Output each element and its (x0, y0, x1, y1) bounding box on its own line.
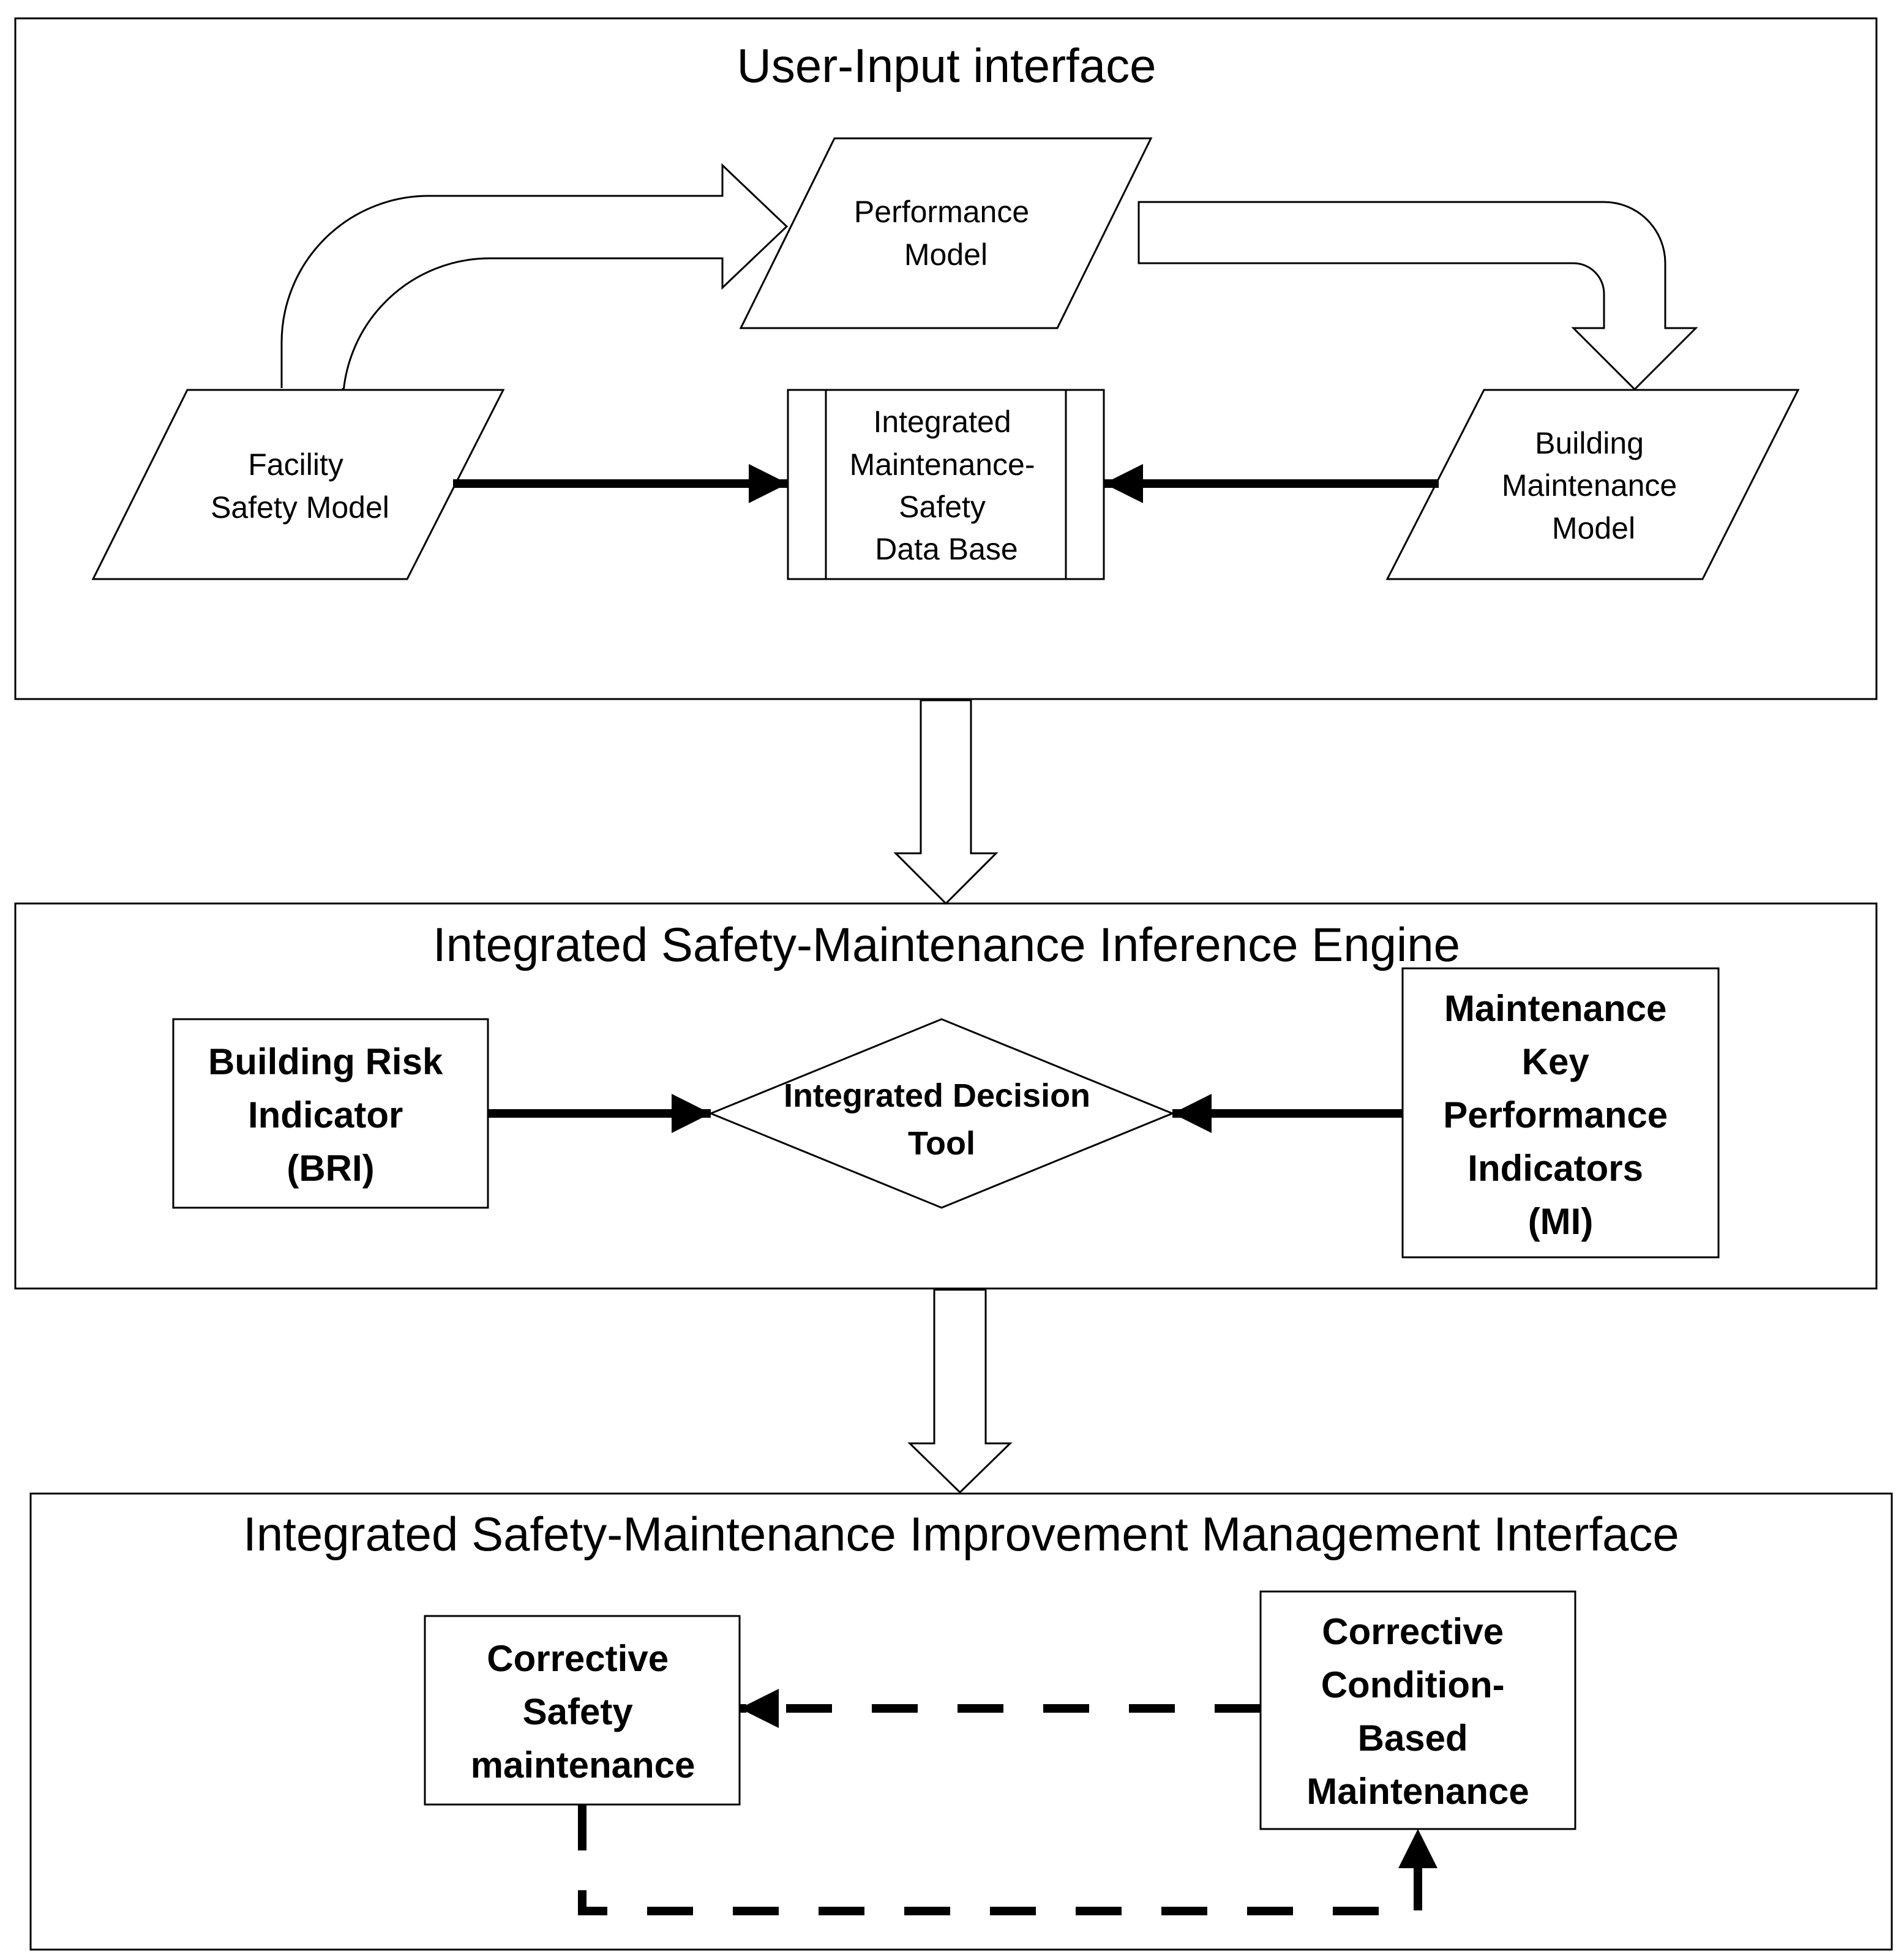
building-maintenance-model-label-line: Model (1552, 511, 1635, 545)
bri-label-line: Indicator (248, 1094, 403, 1135)
svg-text:Integrated Maintenance-: Integrated Maintenance- Safety Data Base (850, 405, 1044, 566)
input-to-engine-block-arrow (893, 699, 999, 905)
performance-model-label-line: Model (904, 238, 988, 272)
building-maintenance-model-node: Building Maintenance Model (1385, 389, 1800, 580)
improvement-management-panel-title: Integrated Safety-Maintenance Improvemen… (243, 1507, 1679, 1561)
integrated-decision-tool-node: Integrated Decision Tool (708, 1018, 1175, 1209)
facility-safety-model-label-line: Safety Model (211, 490, 389, 525)
inference-engine-panel (14, 902, 1878, 1290)
database-label-line: Integrated (873, 405, 1011, 439)
mi-label-line: (MI) (1528, 1201, 1594, 1242)
corrective-safety-label-line: Corrective (487, 1638, 669, 1679)
mi-label-line: Key (1522, 1041, 1590, 1082)
user-input-panel-title: User-Input interface (737, 39, 1156, 92)
improvement-management-panel (29, 1492, 1893, 1951)
user-input-panel (14, 17, 1878, 700)
corrective-cbm-label-line: Condition- (1321, 1664, 1505, 1705)
maintenance-kpi-node: Maintenance Key Performance Indicators (… (1401, 967, 1720, 1259)
svg-text:Building Maintenance: Building Maintenance Model (1502, 426, 1685, 545)
svg-text:Maintenance Key Pe: Maintenance Key Performance Indicators (… (1443, 988, 1678, 1242)
building-maintenance-model-label-line: Maintenance (1502, 468, 1677, 503)
corrective-cbm-label-line: Based (1358, 1718, 1468, 1759)
database-label-line: Safety (899, 490, 986, 524)
database-label-line: Data Base (875, 532, 1018, 566)
corrective-cbm-label-line: Maintenance (1306, 1771, 1529, 1812)
corrective-condition-based-maintenance-node: Corrective Condition- Based Maintenance (1259, 1590, 1576, 1830)
corrective-safety-maintenance-node: Corrective Safety maintenance (424, 1615, 741, 1806)
corrective-cbm-label-line: Corrective (1322, 1611, 1504, 1652)
bri-label-line: (BRI) (287, 1148, 374, 1189)
performance-model-label-line: Performance (854, 195, 1029, 229)
svg-text:Corrective Condition-: Corrective Condition- Based Maintenance (1306, 1611, 1529, 1812)
corrective-safety-label-line: maintenance (471, 1745, 695, 1786)
corrective-safety-label-line: Safety (523, 1691, 634, 1732)
svg-text:Facility Safety Model: Facility Safety Model (211, 447, 389, 525)
decision-tool-label-line: Integrated Decision (784, 1077, 1090, 1114)
svg-text:Corrective Safety: Corrective Safety maintenance (471, 1638, 695, 1786)
facility-safety-model-label-line: Facility (248, 447, 343, 482)
integrated-database-node: Integrated Maintenance- Safety Data Base (787, 389, 1105, 580)
mi-label-line: Performance (1443, 1094, 1668, 1135)
mi-label-line: Indicators (1467, 1148, 1643, 1189)
bri-label-line: Building Risk (208, 1041, 443, 1082)
database-label-line: Maintenance- (850, 447, 1035, 482)
svg-text:Performance Model: Performance Model (854, 195, 1038, 272)
safety-to-cbm-dashed-arrow (578, 1805, 1437, 1915)
building-risk-indicator-node: Building Risk Indicator (BRI) (172, 1018, 489, 1209)
svg-text:Integrated Decision Tool: Integrated Decision Tool (784, 1077, 1100, 1162)
engine-to-management-block-arrow (907, 1289, 1013, 1494)
svg-text:Building Risk Indicator: Building Risk Indicator (BRI) (208, 1041, 453, 1189)
mi-label-line: Maintenance (1444, 988, 1666, 1029)
performance-model-node: Performance Model (739, 137, 1153, 329)
decision-tool-label-line: Tool (908, 1125, 975, 1162)
inference-engine-panel-title: Integrated Safety-Maintenance Inference … (433, 918, 1460, 971)
facility-safety-model-node: Facility Safety Model (91, 389, 505, 580)
facility-to-performance-block-arrow (280, 163, 789, 406)
performance-to-building-block-arrow (1138, 201, 1698, 391)
building-maintenance-model-label-line: Building (1535, 426, 1644, 460)
